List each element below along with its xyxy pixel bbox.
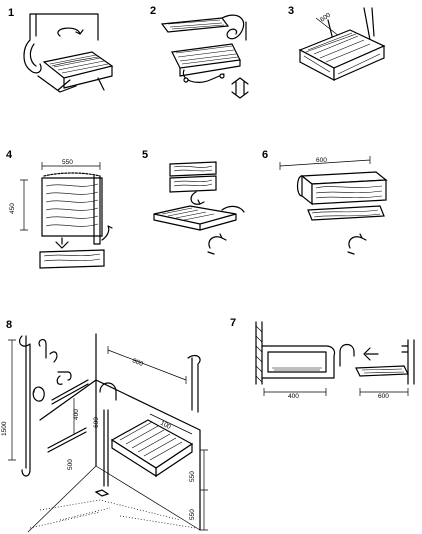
curved-arrow-icon bbox=[207, 233, 227, 255]
panel-7-label: 7 bbox=[230, 317, 237, 329]
panel-4-seat-dimensions: 550 450 bbox=[9, 159, 113, 269]
panel-6-label: 6 bbox=[262, 149, 269, 161]
panel-3-hanging-seat: 600 bbox=[298, 7, 386, 81]
panel-8-shower-corner: 1500 800 400 600 500 100 bbox=[1, 333, 208, 533]
panel-4-label: 4 bbox=[6, 149, 13, 161]
panel-7-dim-depth: 400 bbox=[288, 393, 299, 400]
panel-8-dim-rail-height: 400 bbox=[73, 409, 80, 420]
panel-3-dim-width: 600 bbox=[319, 11, 332, 23]
panel-8-dim-base: 550 bbox=[189, 509, 196, 520]
curved-arrow-icon bbox=[57, 27, 84, 37]
panel-8-label: 8 bbox=[6, 319, 13, 331]
panel-5-stacking bbox=[153, 161, 245, 255]
curved-arrow-icon bbox=[190, 191, 205, 205]
panel-8-dim-mid: 600 bbox=[93, 417, 100, 428]
down-arrow-icon bbox=[55, 237, 69, 249]
panel-7-section-view: 400 600 bbox=[255, 321, 415, 400]
panel-4-dim-width: 550 bbox=[62, 159, 73, 166]
panel-4-dim-height: 450 bbox=[9, 203, 16, 214]
panel-8-dim-seat-height: 550 bbox=[189, 471, 196, 482]
curved-arrow-icon bbox=[347, 233, 367, 255]
panel-3-label: 3 bbox=[288, 5, 295, 17]
panel-1-label: 1 bbox=[8, 7, 15, 19]
panel-7-dim-height: 600 bbox=[378, 393, 389, 400]
panel-6-wall-seat: 600 bbox=[279, 156, 388, 255]
panel-2-bracket-assembly bbox=[160, 14, 249, 99]
curved-arrow-icon bbox=[101, 225, 113, 241]
panel-6-dim-width: 600 bbox=[316, 157, 327, 164]
panel-8-dim-seat: 100 bbox=[159, 420, 172, 431]
up-down-arrow-icon bbox=[231, 77, 249, 99]
panel-8-dim-lower: 500 bbox=[67, 459, 74, 470]
panel-1-folding-seat bbox=[23, 13, 114, 93]
panel-5-label: 5 bbox=[142, 149, 149, 161]
panel-8-dim-width: 800 bbox=[131, 357, 144, 368]
panel-8-dim-riser: 1500 bbox=[1, 421, 8, 436]
panel-2-label: 2 bbox=[150, 5, 157, 17]
left-arrow-icon bbox=[363, 347, 379, 361]
